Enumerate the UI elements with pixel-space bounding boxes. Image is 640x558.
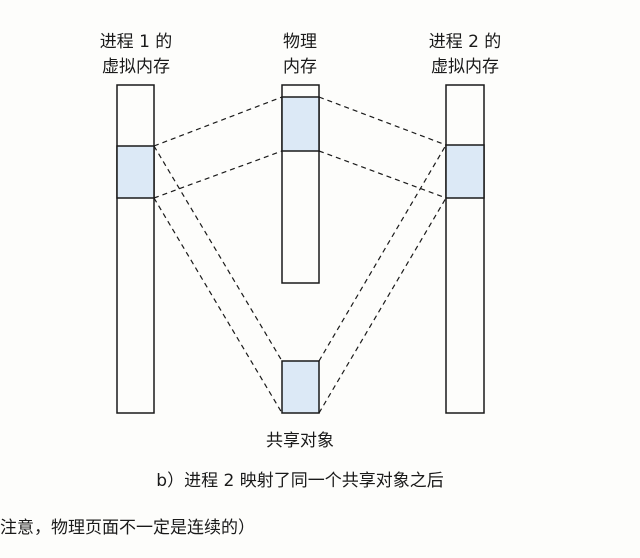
shared-to-p2-top — [318, 144, 447, 362]
process2-label: 进程 2 的 虚拟内存 — [399, 30, 531, 80]
physical-label-line1: 物理 — [283, 32, 317, 52]
process1-memory-bar — [116, 84, 155, 414]
physical-shared-region — [281, 96, 320, 152]
physical-memory-bar — [281, 84, 320, 284]
physical-to-p2-top — [318, 96, 447, 146]
shared-object-box — [281, 360, 320, 414]
process2-memory-bar — [445, 84, 485, 414]
shared-to-p2-bottom — [318, 197, 447, 414]
p1-to-shared-top — [153, 145, 283, 362]
physical-to-p2-bottom — [318, 150, 447, 199]
process2-shared-region — [445, 144, 485, 199]
p1-to-physical-top — [153, 96, 283, 147]
p1-to-physical-bottom — [153, 150, 283, 199]
process1-shared-region — [116, 145, 155, 199]
process1-label-line2: 虚拟内存 — [102, 57, 170, 77]
process2-label-line2: 虚拟内存 — [431, 57, 499, 77]
footnote: 注意，物理页面不一定是连续的） — [0, 518, 255, 538]
physical-label: 物理 内存 — [255, 30, 345, 80]
shared-object-label: 共享对象 — [266, 431, 334, 451]
figure-caption: b）进程 2 映射了同一个共享对象之后 — [156, 471, 444, 491]
mapping-lines — [153, 96, 447, 414]
process2-label-line1: 进程 2 的 — [428, 32, 502, 52]
process1-label: 进程 1 的 虚拟内存 — [70, 30, 202, 80]
process1-label-line1: 进程 1 的 — [99, 32, 173, 52]
p1-to-shared-bottom — [153, 197, 283, 414]
physical-label-line2: 内存 — [283, 57, 317, 77]
